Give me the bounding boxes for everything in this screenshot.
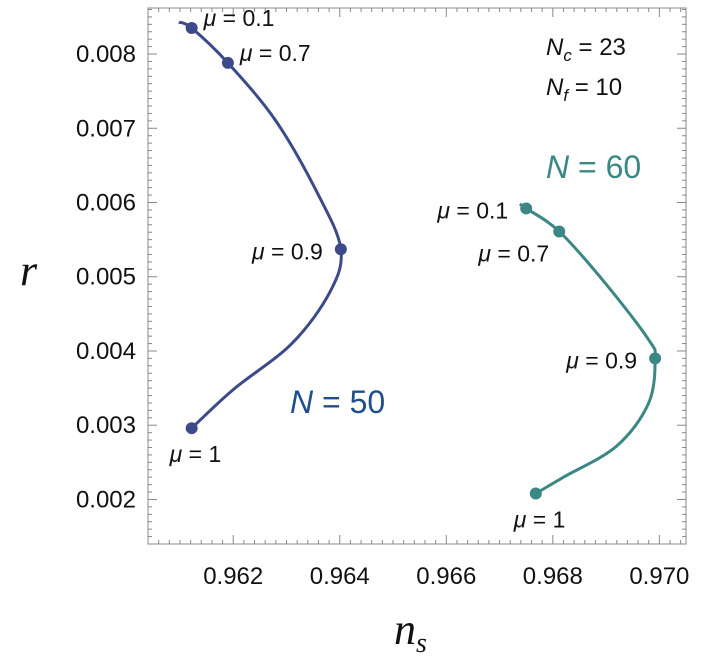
x-tick-labels: 0.962 0.964 0.966 0.968 0.970 [203,563,689,590]
series-point [649,352,662,365]
series-point [334,243,347,256]
series-label-n60: N = 60 [546,149,641,185]
point-annotations: μ = 0.1 μ = 0.7 μ = 0.9 μ = 1 μ = 0.1 μ = 0.7… [169,5,637,532]
y-tick-label: 0.004 [76,338,136,365]
series-label-n50: N = 50 [290,384,385,420]
point-label: μ = 0.1 [203,5,275,31]
series-point [185,422,198,435]
series-line-1 [518,202,657,495]
point-label: μ = 1 [169,441,222,467]
y-tick-label: 0.008 [76,41,136,68]
x-tick-label: 0.964 [310,563,370,590]
x-tick-label: 0.962 [203,563,263,590]
point-label: μ = 0.1 [436,197,508,223]
point-label: μ = 0.7 [239,40,311,66]
y-tick-labels: 0.002 0.003 0.004 0.005 0.006 0.007 0.008 [76,41,136,513]
param-nc: Nc = 23 [546,34,626,65]
series-point [520,202,533,215]
point-label: μ = 0.9 [565,347,637,373]
y-tick-label: 0.002 [76,486,136,513]
y-tick-label: 0.006 [76,190,136,217]
y-axis-title: r [20,246,38,295]
x-axis-title: ns [394,605,427,659]
series-point [553,225,566,238]
series-point [529,487,542,500]
x-tick-label: 0.966 [416,563,476,590]
point-label: μ = 0.7 [477,240,549,266]
series-points [185,22,662,500]
series-line-0 [178,20,343,430]
plot-frame [147,7,687,545]
series-point [185,22,198,35]
y-tick-label: 0.007 [76,115,136,142]
axis-ticks [147,8,686,545]
point-label: μ = 0.9 [251,238,323,264]
param-nf: Nf = 10 [546,74,622,105]
y-tick-label: 0.005 [76,264,136,291]
series-curves [178,20,657,495]
x-tick-label: 0.970 [629,563,689,590]
series-point [221,56,234,69]
point-label: μ = 1 [513,507,566,533]
y-tick-label: 0.003 [76,412,136,439]
x-tick-label: 0.968 [523,563,583,590]
